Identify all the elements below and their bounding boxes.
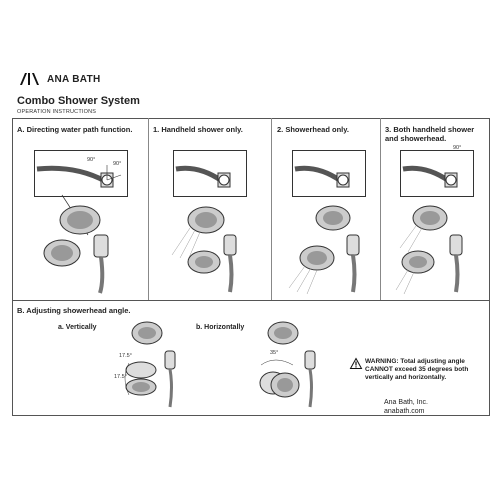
- instructions-frame: [12, 118, 490, 416]
- handheld-shower-only-illustration: [171, 206, 237, 293]
- company-name: Ana Bath, Inc.: [384, 399, 428, 406]
- warning-triangle-icon: [349, 357, 363, 369]
- step-3-label: 3. Both handheld shower and showerhead.: [385, 125, 475, 143]
- vertical-label: a. Vertically: [58, 324, 97, 331]
- horizontal-label: b. Horizontally: [196, 324, 245, 331]
- diverter-dial-icon: [294, 165, 350, 188]
- diverter-inset: 90°: [400, 145, 474, 197]
- step-2-label: 2. Showerhead only.: [277, 125, 349, 134]
- showerhead-only-illustration: [288, 205, 360, 295]
- document-subtitle: OPERATION INSTRUCTIONS: [17, 109, 97, 115]
- document-title: Combo Shower System: [17, 95, 140, 107]
- horizontal-adjustment-illustration: [259, 321, 316, 408]
- diverter-inset: 90° 90°: [34, 150, 128, 197]
- section-a-label: A. Directing water path function.: [17, 125, 133, 134]
- brand-logo: ANA BATH: [19, 72, 101, 86]
- column-divider: [271, 118, 272, 300]
- diverter-dial-icon: [175, 165, 231, 188]
- horizontal-angle-label: 35°: [270, 350, 279, 356]
- diverter-inset: [173, 150, 247, 197]
- both-outlets-illustration: [395, 205, 463, 295]
- diverter-dial-icon: [402, 165, 458, 188]
- dial-angle-label: 90°: [113, 161, 122, 167]
- diverter-inset: [292, 150, 366, 197]
- diverter-dial-icon: [36, 165, 122, 188]
- section-divider: [12, 300, 490, 301]
- dial-angle-label: 90°: [87, 157, 96, 163]
- vertical-angle-label: 17.5°: [114, 374, 127, 380]
- vertical-angle-label: 17.5°: [119, 353, 132, 359]
- column-divider: [148, 118, 149, 300]
- warning-text: WARNING: Total adjusting angle CANNOT ex…: [365, 358, 469, 381]
- brand-name: ANA BATH: [47, 73, 101, 85]
- ana-bath-logo-icon: [20, 73, 39, 85]
- section-b-label: B. Adjusting showerhead angle.: [17, 306, 131, 315]
- dial-angle-label: 90°: [453, 145, 462, 151]
- step-1-label: 1. Handheld shower only.: [153, 125, 243, 134]
- vertical-adjustment-illustration: [124, 321, 176, 408]
- column-divider: [380, 118, 381, 300]
- company-website[interactable]: anabath.com: [384, 408, 425, 415]
- combo-shower-illustration: [43, 194, 109, 294]
